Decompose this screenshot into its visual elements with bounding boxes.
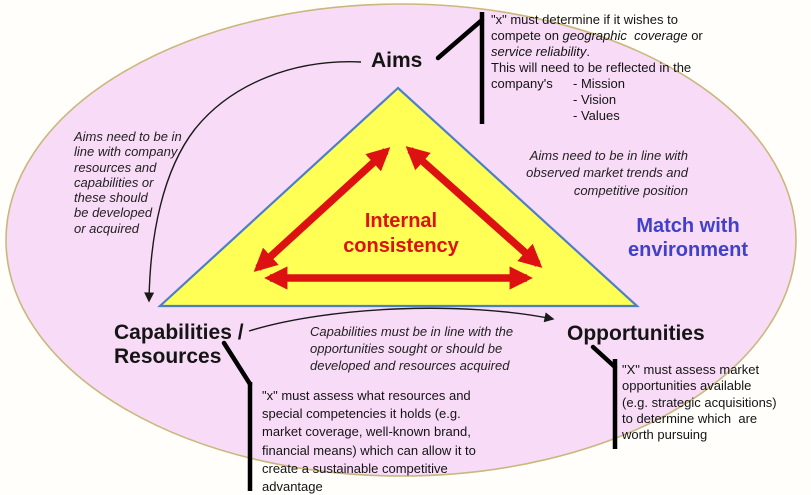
aims-callout-line1: "x" must determine if it wishes to	[491, 12, 678, 27]
aims-callout-line2-plain: compete on	[491, 28, 563, 43]
bullet-mission: - Mission	[573, 76, 626, 91]
match-with-environment-label: Match with environment	[627, 215, 749, 261]
capabilities-resources-node-label: Capabilities / Resources	[114, 321, 244, 368]
opportunities-callout-connector	[590, 344, 618, 370]
red-arrow-aims-capabilities	[253, 147, 391, 272]
annotation-aims-environment: Aims need to be in line with observed ma…	[526, 148, 688, 198]
aims-callout-company-row: company's - Mission - Vision - Values	[491, 76, 803, 124]
curve-arrow-aims-to-capabilities	[144, 61, 362, 303]
aims-callout-line3-italic: service reliability	[491, 44, 587, 59]
opportunities-node-label: Opportunities	[567, 322, 705, 345]
annotation-capabilities-opportunities: Capabilities must be in line with the op…	[310, 324, 514, 374]
capabilities-callout-connector	[221, 340, 253, 387]
curve-arrow-capabilities-to-opportunities	[248, 307, 555, 332]
opportunities-callout: "X" must assess market opportunities ava…	[622, 362, 777, 443]
aims-callout-company-label: company's	[491, 76, 553, 91]
aims-callout-line2-italic: geographic coverage	[562, 28, 688, 43]
annotation-aims-capabilities: Aims need to be in line with company res…	[74, 129, 182, 236]
bullet-vision: - Vision	[573, 92, 617, 107]
aims-node-label: Aims	[371, 49, 423, 72]
capabilities-callout: "x" must assess what resources and speci…	[262, 388, 476, 495]
aims-callout-line4: This will need to be reflected in the	[491, 60, 692, 75]
aims-callout-connector	[435, 17, 485, 61]
aims-callout-bullets: - Mission - Vision - Values	[573, 76, 625, 124]
bullet-values: - Values	[573, 108, 620, 123]
aims-callout-line3-end: .	[586, 44, 590, 59]
aims-callout-line3: service reliability.	[491, 44, 803, 60]
red-arrow-aims-opportunities	[405, 146, 543, 268]
aims-callout-line2-end: or	[687, 28, 703, 43]
internal-consistency-label: Internal consistency	[343, 210, 459, 257]
aims-callout-line2: compete on geographic coverage or	[491, 28, 803, 44]
aims-callout: "x" must determine if it wishes to compe…	[491, 12, 803, 124]
